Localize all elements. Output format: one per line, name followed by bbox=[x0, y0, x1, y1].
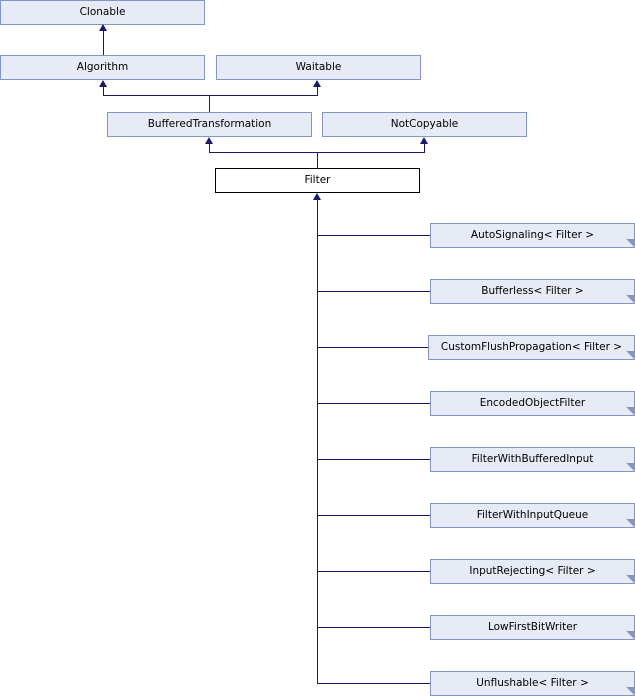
arrowhead-bufferedtransformation bbox=[205, 137, 213, 144]
class-node-lowfirstbitwriter[interactable]: LowFirstBitWriter bbox=[430, 615, 635, 640]
edge-bar-bufferedtransformation-parents bbox=[103, 95, 318, 96]
class-node-filterwithbufferedinput[interactable]: FilterWithBufferedInput bbox=[430, 447, 635, 472]
edge-stub-notcopyable bbox=[424, 144, 425, 153]
class-node-label: Algorithm bbox=[76, 61, 129, 73]
class-node-label: Waitable bbox=[295, 61, 342, 73]
class-node-label: Filter bbox=[304, 174, 331, 186]
edge-branch-unflushable bbox=[317, 683, 430, 684]
edge-branch-customflushpropagation bbox=[317, 347, 428, 348]
class-node-bufferedtransformation[interactable]: BufferedTransformation bbox=[107, 112, 312, 137]
edge-branch-lowfirstbitwriter bbox=[317, 627, 430, 628]
edge-branch-autosignaling bbox=[317, 235, 430, 236]
class-node-label: EncodedObjectFilter bbox=[479, 397, 586, 409]
class-node-notcopyable[interactable]: NotCopyable bbox=[322, 112, 527, 137]
arrowhead-clonable bbox=[99, 24, 107, 31]
class-node-label: BufferedTransformation bbox=[147, 118, 272, 130]
edge-branch-inputrejecting bbox=[317, 571, 430, 572]
class-node-bufferless[interactable]: Bufferless< Filter > bbox=[430, 279, 635, 304]
class-node-label: NotCopyable bbox=[390, 118, 459, 130]
class-node-label: LowFirstBitWriter bbox=[487, 621, 578, 633]
class-node-label: Unflushable< Filter > bbox=[476, 677, 589, 689]
class-node-label: FilterWithInputQueue bbox=[476, 509, 589, 521]
class-node-label: FilterWithBufferedInput bbox=[471, 453, 594, 465]
arrowhead-waitable bbox=[313, 80, 321, 87]
edge-branch-bufferless bbox=[317, 291, 430, 292]
edge-stub-waitable bbox=[317, 87, 318, 96]
class-node-label: Bufferless< Filter > bbox=[481, 285, 584, 297]
class-node-encodedobjectfilter[interactable]: EncodedObjectFilter bbox=[430, 391, 635, 416]
edge-drop-to-filter bbox=[317, 152, 318, 169]
class-node-label: InputRejecting< Filter > bbox=[469, 565, 596, 577]
arrowhead-notcopyable bbox=[420, 137, 428, 144]
class-node-label: CustomFlushPropagation< Filter > bbox=[440, 341, 623, 353]
class-node-label: Clonable bbox=[79, 6, 126, 18]
arrowhead-algorithm bbox=[99, 80, 107, 87]
class-node-clonable[interactable]: Clonable bbox=[0, 0, 205, 25]
edge-stub-algorithm bbox=[103, 87, 104, 96]
class-node-inputrejecting[interactable]: InputRejecting< Filter > bbox=[430, 559, 635, 584]
edge-trunk-filter-derived bbox=[317, 200, 318, 684]
class-node-customflushpropagation[interactable]: CustomFlushPropagation< Filter > bbox=[428, 335, 635, 360]
edge-algorithm-to-clonable bbox=[103, 30, 104, 55]
class-node-algorithm[interactable]: Algorithm bbox=[0, 55, 205, 80]
class-node-autosignaling[interactable]: AutoSignaling< Filter > bbox=[430, 223, 635, 248]
edge-branch-encodedobjectfilter bbox=[317, 403, 430, 404]
class-node-label: AutoSignaling< Filter > bbox=[470, 229, 595, 241]
class-node-waitable[interactable]: Waitable bbox=[216, 55, 421, 80]
edge-branch-filterwithbufferedinput bbox=[317, 459, 430, 460]
edge-branch-filterwithinputqueue bbox=[317, 515, 430, 516]
class-node-filter-current[interactable]: Filter bbox=[215, 168, 420, 193]
edge-drop-to-bufferedtransformation bbox=[209, 95, 210, 112]
class-node-filterwithinputqueue[interactable]: FilterWithInputQueue bbox=[430, 503, 635, 528]
class-node-unflushable[interactable]: Unflushable< Filter > bbox=[430, 671, 635, 696]
arrowhead-filter bbox=[313, 193, 321, 200]
edge-stub-bufferedtransformation bbox=[209, 144, 210, 153]
